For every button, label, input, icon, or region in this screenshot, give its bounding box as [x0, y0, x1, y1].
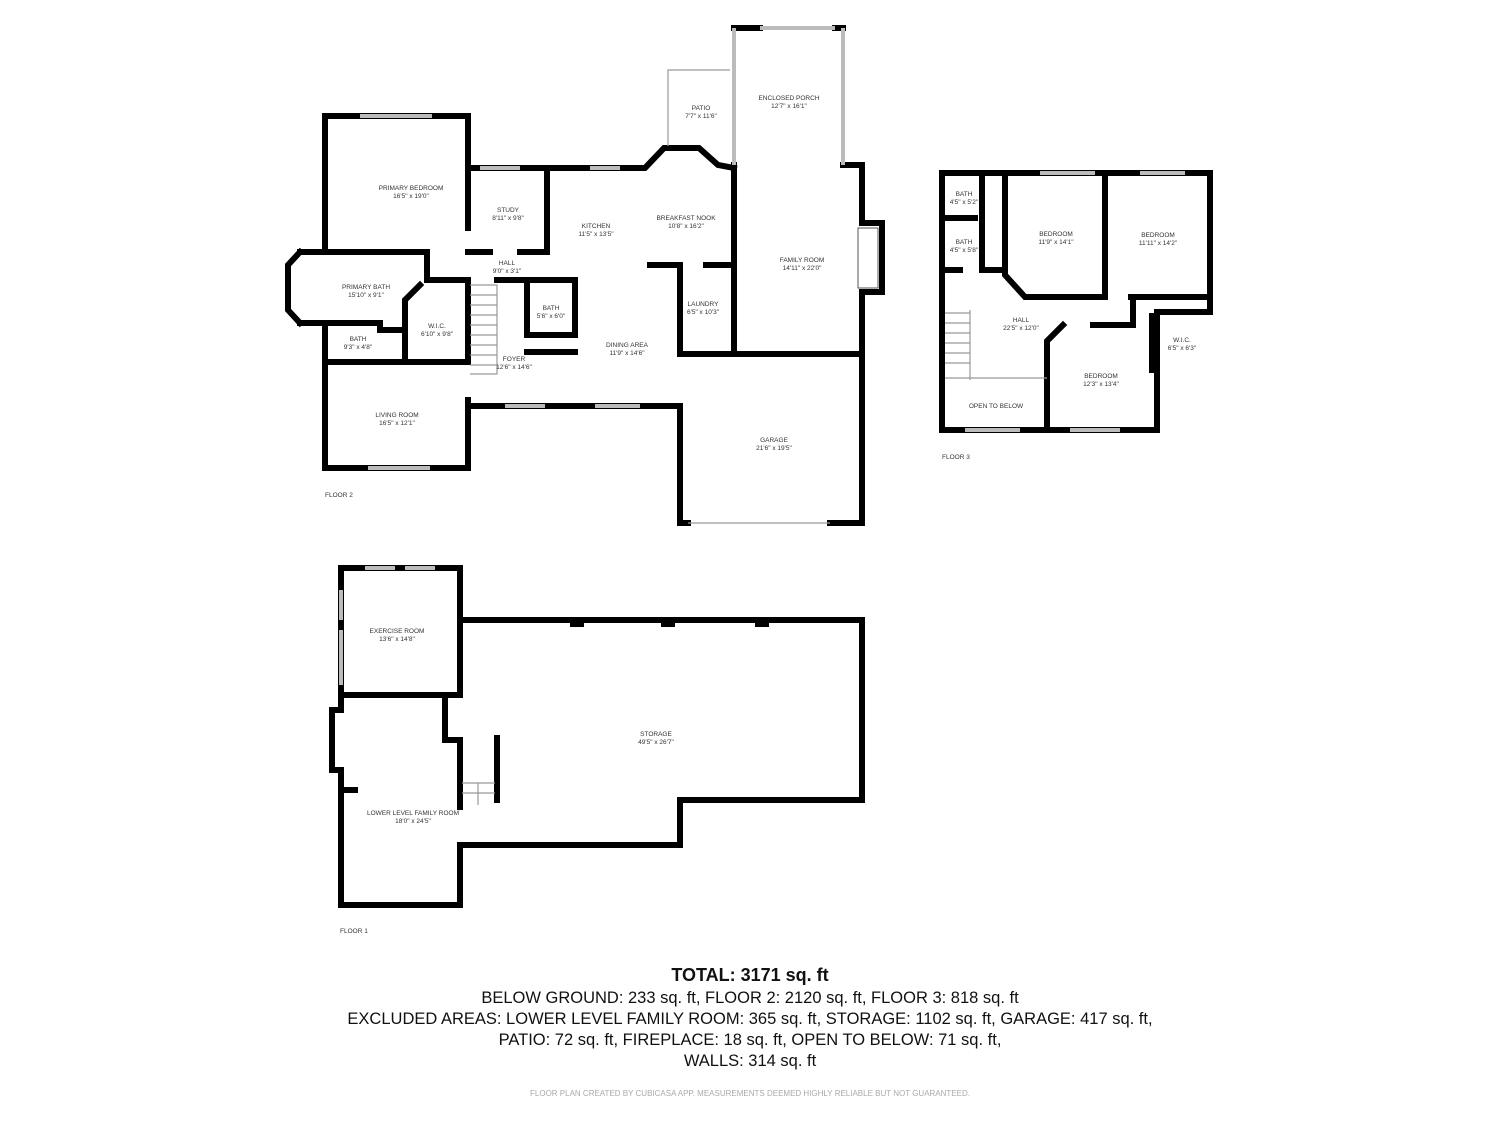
stairs-floor-2	[470, 294, 497, 366]
room-name: HALL	[499, 260, 516, 267]
area-line-4: WALLS: 314 sq. ft	[683, 1052, 817, 1070]
room-dimensions: 12'6" x 14'6"	[496, 364, 532, 371]
room-name: PRIMARY BEDROOM	[379, 185, 444, 192]
room-dimensions: 11'9" x 14'1"	[1038, 239, 1074, 246]
room-name: STUDY	[497, 207, 520, 214]
room-name: BATH	[543, 305, 560, 312]
stairs-floor-1	[462, 782, 495, 805]
room-dimensions: 6'5" x 6'3"	[1168, 345, 1197, 352]
room-dimensions: 9'0" x 3'1"	[493, 268, 522, 275]
room-name: BEDROOM	[1141, 232, 1175, 239]
room-name: LOWER LEVEL FAMILY ROOM	[367, 810, 459, 817]
floor-2-label: FLOOR 2	[325, 492, 353, 499]
room-dimensions: 49'5" x 26'7"	[638, 739, 674, 746]
room-dimensions: 6'10" x 9'8"	[421, 331, 454, 338]
room-name: BATH	[350, 336, 367, 343]
room-dimensions: 12'3" x 13'4"	[1083, 381, 1119, 388]
room-dimensions: 16'5" x 12'1"	[379, 420, 415, 427]
room-dimensions: 18'0" x 24'5"	[395, 818, 431, 825]
room-dimensions: 4'5" x 5'8"	[950, 247, 979, 254]
floor-1-label: FLOOR 1	[340, 928, 368, 935]
room-dimensions: 4'5" x 5'2"	[950, 199, 979, 206]
room-dimensions: 11'11" x 14'2"	[1139, 240, 1178, 247]
room-dimensions: 8'11" x 9'8"	[492, 215, 524, 222]
room-name: W.I.C.	[1173, 337, 1191, 344]
room-dimensions: 7'7" x 11'6"	[685, 113, 717, 120]
room-name: PRIMARY BATH	[342, 284, 390, 291]
room-name: ENCLOSED PORCH	[758, 95, 819, 102]
area-line-3: PATIO: 72 sq. ft, FIREPLACE: 18 sq. ft, …	[498, 1031, 1002, 1049]
room-dimensions: 16'5" x 19'0"	[393, 193, 429, 200]
room-name: PATIO	[692, 105, 711, 112]
total-area: TOTAL: 3171 sq. ft	[671, 965, 829, 985]
room-name: HALL	[1013, 317, 1030, 324]
room-dimensions: 5'6" x 6'0"	[537, 313, 566, 320]
room-dimensions: 22'5" x 12'0"	[1003, 325, 1039, 332]
stairs-floor-3	[945, 310, 971, 380]
room-name: FAMILY ROOM	[780, 257, 825, 264]
room-name: BATH	[956, 191, 973, 198]
room-dimensions: 10'8" x 16'2"	[668, 223, 704, 230]
room-name: DINING AREA	[606, 342, 649, 349]
room-name: STORAGE	[640, 731, 672, 738]
room-name: BATH	[956, 239, 973, 246]
room-name: BEDROOM	[1039, 231, 1073, 238]
room-dimensions: 12'7" x 16'1"	[771, 103, 807, 110]
fireplace	[857, 227, 879, 289]
area-line-2: EXCLUDED AREAS: LOWER LEVEL FAMILY ROOM:…	[347, 1010, 1153, 1028]
room-dimensions: 21'6" x 19'5"	[756, 445, 792, 452]
room-name: KITCHEN	[582, 223, 611, 230]
room-name: EXERCISE ROOM	[370, 628, 425, 635]
room-dimensions: 13'6" x 14'8"	[379, 636, 415, 643]
room-name: BREAKFAST NOOK	[656, 215, 716, 222]
floor-3-label: FLOOR 3	[942, 454, 970, 461]
credit-note: FLOOR PLAN CREATED BY CUBICASA APP. MEAS…	[530, 1089, 970, 1098]
room-name: FOYER	[503, 356, 526, 363]
room-name: LIVING ROOM	[375, 412, 418, 419]
room-dimensions: 11'5" x 13'5"	[578, 231, 614, 238]
room-dimensions: 11'9" x 14'6"	[609, 350, 645, 357]
area-line-1: BELOW GROUND: 233 sq. ft, FLOOR 2: 2120 …	[481, 989, 1019, 1007]
room-dimensions: 14'11" x 22'0"	[783, 265, 822, 272]
room-name: GARAGE	[760, 437, 788, 444]
room-name: OPEN TO BELOW	[969, 403, 1024, 410]
room-dimensions: 15'10" x 9'1"	[348, 292, 384, 299]
floor-3-walls	[939, 170, 1213, 433]
floor-2-walls	[285, 25, 885, 526]
room-name: W.I.C.	[428, 323, 446, 330]
floor-1-walls	[329, 565, 865, 908]
room-name: LAUNDRY	[688, 301, 720, 308]
room-dimensions: 9'3" x 4'8"	[344, 344, 373, 351]
room-name: BEDROOM	[1084, 373, 1118, 380]
room-dimensions: 6'5" x 10'3"	[687, 309, 720, 316]
